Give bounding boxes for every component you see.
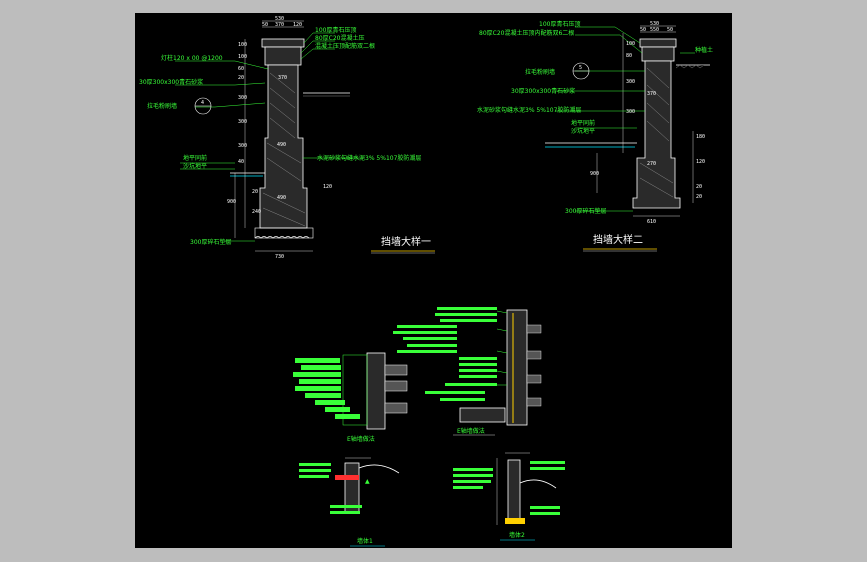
svg-text:60: 60: [238, 66, 244, 72]
label-stone-face: 拉毛粉刷墙: [147, 102, 177, 110]
leader-coping: [303, 32, 335, 44]
wall-detail-3: E轴墙做法: [293, 352, 408, 443]
svg-text:180: 180: [696, 134, 705, 140]
caption-detail-e-axis: E轴墙做法: [457, 427, 485, 435]
svg-text:120: 120: [696, 159, 705, 165]
svg-text:120: 120: [323, 184, 332, 190]
label-outdoor-level-2: 沙坑地平: [571, 127, 595, 135]
svg-text:80: 80: [626, 53, 632, 59]
detail-2-title: 挡墙大样二: [593, 233, 643, 246]
label-plaster-2: 30厚300x300青石砂浆: [511, 87, 575, 95]
label-plaster: 30厚300x300青石砂浆: [139, 78, 203, 86]
wall-detail-e-axis: E轴墙做法: [393, 307, 542, 436]
svg-text:100: 100: [238, 54, 247, 60]
label-foundation-2: 300厚碎石垫层: [565, 207, 606, 215]
svg-text:490: 490: [277, 195, 286, 201]
svg-text:270: 270: [647, 161, 656, 167]
label-coping: 100厚青石压顶: [315, 26, 356, 34]
svg-text:300: 300: [238, 119, 247, 125]
svg-text:100: 100: [238, 42, 247, 48]
svg-text:20: 20: [252, 189, 258, 195]
svg-text:370: 370: [278, 75, 287, 81]
label-waterproof: 水泥砂浆勾缝水泥3% 5%107胶防潮层: [317, 154, 421, 162]
label-ground-line-2: 地平同前: [571, 119, 595, 127]
svg-text:370: 370: [647, 91, 656, 97]
label-waterproof-2: 水泥砂浆勾缝水泥3% 5%107胶防潮层: [477, 106, 581, 114]
cad-drawing-canvas[interactable]: 4 100厚青石压顶 80厚C20混凝土压 混凝土压顶配筋双二根 灯柱120 x…: [135, 13, 732, 548]
gravel-bed: [254, 227, 314, 239]
svg-text:240: 240: [252, 209, 261, 215]
wall-section-2: 墙体2: [453, 452, 565, 541]
svg-text:5: 5: [579, 65, 582, 71]
svg-text:610: 610: [647, 219, 656, 225]
svg-text:550: 550: [650, 27, 659, 33]
label-bond-beam-2: 80厚C20混凝土压顶内配筋双6二根: [479, 29, 574, 37]
svg-text:120: 120: [293, 22, 302, 28]
svg-text:530: 530: [650, 21, 659, 27]
svg-text:50: 50: [640, 27, 646, 33]
svg-text:370: 370: [275, 22, 284, 28]
svg-text:50: 50: [667, 27, 673, 33]
caption-detail-3: E轴墙做法: [347, 435, 375, 443]
svg-text:40: 40: [238, 159, 244, 165]
svg-text:490: 490: [277, 142, 286, 148]
svg-text:20: 20: [696, 184, 702, 190]
caption-section-1: 墙体1: [357, 537, 373, 545]
label-outdoor-level: 沙坑地平: [183, 162, 207, 170]
label-bond-beam: 80厚C20混凝土压: [315, 34, 364, 42]
bond-beam-2: [641, 46, 675, 62]
svg-text:300: 300: [626, 109, 635, 115]
retaining-wall-detail-1: 4 100厚青石压顶 80厚C20混凝土压 混凝土压顶配筋双二根 灯柱120 x…: [139, 16, 435, 260]
wall-body-2: [632, 60, 681, 209]
coping-stone: [261, 38, 305, 48]
retaining-wall-detail-2: 5 100厚青石压顶 80厚C20混凝土压顶内配筋双6二根 拉毛粉刷墙 30厚3…: [477, 20, 713, 252]
svg-text:100: 100: [626, 41, 635, 47]
caption-section-2: 墙体2: [509, 531, 525, 539]
svg-text:50: 50: [262, 22, 268, 28]
svg-text:4: 4: [201, 100, 204, 106]
label-coping-2: 100厚青石压顶: [539, 20, 580, 28]
label-stone-face-2: 拉毛粉刷墙: [525, 68, 555, 76]
dim-base-width: 730: [275, 254, 284, 260]
svg-text:900: 900: [590, 171, 599, 177]
drawing-svg: 4 100厚青石压顶 80厚C20混凝土压 混凝土压顶配筋双二根 灯柱120 x…: [139, 16, 713, 547]
svg-text:▲: ▲: [365, 478, 370, 485]
label-ground-line: 地平同前: [183, 154, 207, 162]
svg-text:900: 900: [227, 199, 236, 205]
svg-text:300: 300: [238, 143, 247, 149]
detail-1-title: 挡墙大样一: [381, 235, 431, 248]
wall-section-1: ▲ 墙体1: [299, 457, 400, 547]
svg-text:20: 20: [238, 75, 244, 81]
svg-text:300: 300: [238, 95, 247, 101]
svg-text:300: 300: [626, 79, 635, 85]
coping-stone-2: [639, 38, 677, 48]
dim-top-width: 530: [275, 16, 284, 22]
label-planting: 种植土: [695, 46, 713, 54]
label-foundation: 300厚碎石垫层: [190, 238, 231, 246]
label-wall-base: 灯柱120 x 00 @1200: [161, 54, 223, 62]
bond-beam: [264, 46, 302, 66]
masonry-hatch: [262, 72, 306, 227]
svg-text:20: 20: [696, 194, 702, 200]
label-bond-beam-rebar: 混凝土压顶配筋双二根: [315, 42, 375, 50]
